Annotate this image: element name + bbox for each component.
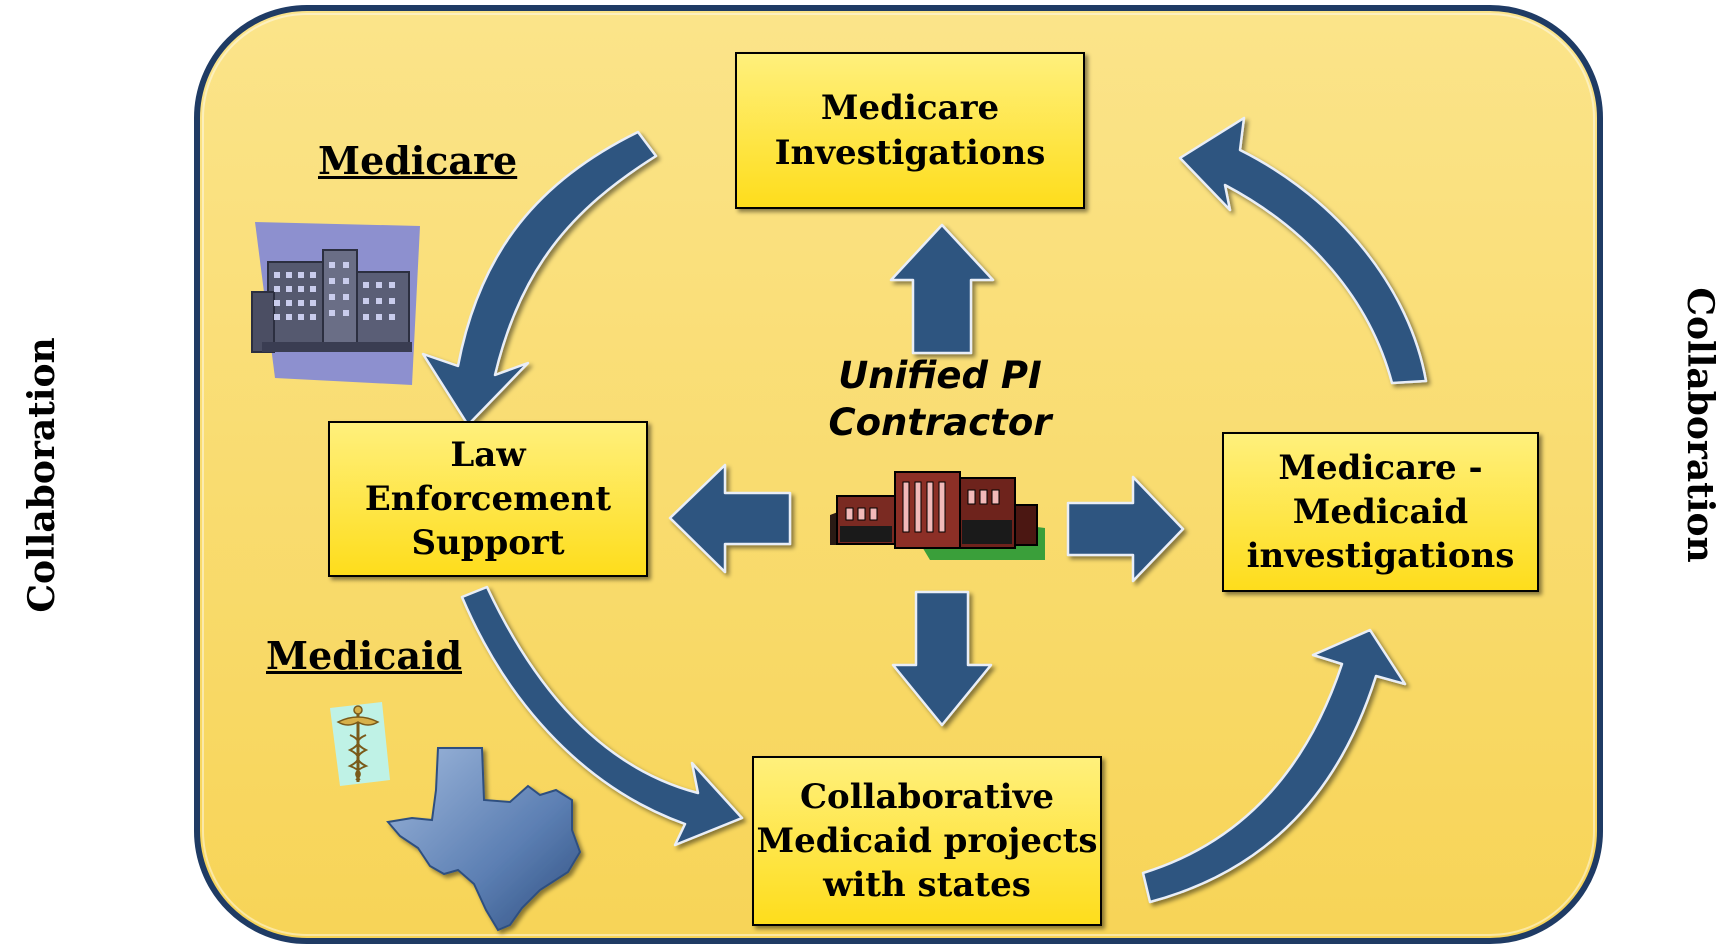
box-law-enforcement-support: Law Enforcement Support (328, 421, 648, 577)
office-building-icon (830, 471, 1045, 560)
box-medicare-medicaid-investigations-label: Medicare - Medicaid investigations (1246, 447, 1515, 577)
caduceus-icon (330, 702, 390, 786)
arrow-down (891, 590, 993, 727)
section-label-medicare: Medicare (318, 138, 518, 183)
curved-arrow-to-medicare-medicaid (1141, 628, 1407, 904)
curved-arrow-to-medicare-investigations (1178, 116, 1428, 385)
curved-arrow-to-collaborative (460, 585, 744, 847)
center-title: Unified PI Contractor (828, 354, 1052, 445)
arrow-left (668, 463, 792, 574)
arrow-right (1066, 475, 1185, 583)
box-medicare-investigations: Medicare Investigations (735, 52, 1085, 209)
box-medicare-investigations-label: Medicare Investigations (774, 88, 1046, 173)
box-law-enforcement-support-label: Law Enforcement Support (364, 434, 612, 564)
side-label-right: Collaboration (1679, 287, 1721, 563)
arrow-up (889, 223, 995, 355)
box-medicare-medicaid-investigations: Medicare - Medicaid investigations (1222, 432, 1539, 592)
box-collaborative-medicaid-projects-label: Collaborative Medicaid projects with sta… (756, 776, 1098, 906)
box-collaborative-medicaid-projects: Collaborative Medicaid projects with sta… (752, 756, 1102, 926)
side-label-left: Collaboration (21, 337, 63, 613)
hospital-building-icon (251, 222, 420, 385)
texas-map-icon (386, 747, 582, 932)
section-label-medicaid: Medicaid (266, 633, 463, 678)
